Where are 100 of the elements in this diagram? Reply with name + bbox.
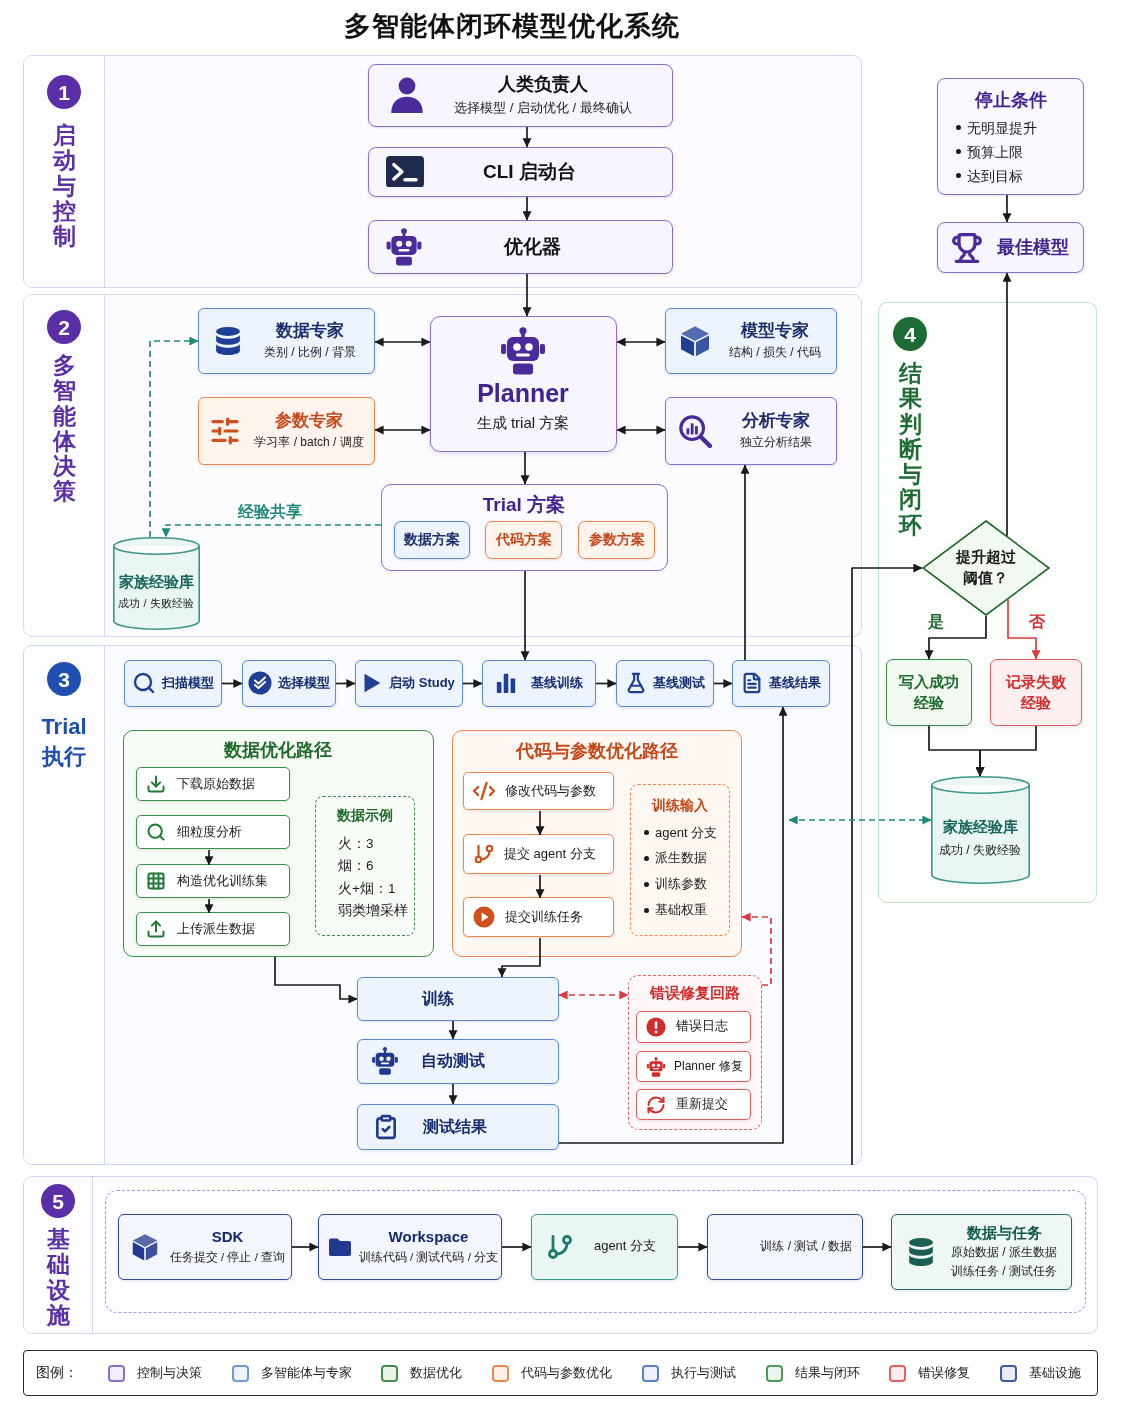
card-title: 参数专家 — [275, 410, 343, 432]
card-subtitle: 学习率 / batch / 调度 — [254, 435, 364, 451]
process-box — [463, 772, 614, 810]
database-caption: 成功 / 失败经验 — [118, 596, 194, 611]
process-box — [706, 1213, 863, 1280]
database-caption: 成功 / 失败经验 — [939, 842, 1021, 858]
arrow — [558, 706, 788, 1144]
arrow — [522, 273, 532, 317]
decision-diamond — [921, 519, 1050, 616]
database-cylinder — [930, 775, 1030, 884]
database-title: 家族经验库 — [118, 571, 194, 592]
list-item: 预算上限 — [967, 142, 1023, 161]
card-title: 自动测试 — [420, 1051, 485, 1071]
process-box — [664, 307, 837, 374]
card-subtitle: 训练 / 测试 / 数据 — [760, 1238, 853, 1255]
panel-heading: 代码与参数优化路径 — [515, 739, 678, 762]
list-item: 基础权重 — [655, 902, 707, 920]
section-heading: 多智能体决策 — [52, 353, 76, 505]
card-subtitle: 原始数据 / 派生数据 — [951, 1245, 1057, 1261]
arrow — [520, 570, 530, 661]
card-title: 扫描模型 — [161, 674, 214, 692]
section-heading: Trial 执行 — [40, 713, 88, 771]
arrow — [862, 1242, 892, 1252]
arrow — [1002, 272, 1012, 537]
double-arrow — [374, 337, 431, 347]
process-box — [356, 1038, 559, 1084]
process-box — [136, 912, 290, 946]
section-heading: 启动与控制 — [52, 123, 76, 250]
group-panel — [380, 483, 668, 571]
diagram-title: 多智能体闭环模型优化系统 — [344, 10, 680, 43]
dashed-double-arrow — [788, 815, 932, 825]
process-box — [636, 1089, 751, 1120]
card-subtitle: 任务提交 / 停止 / 查询 — [169, 1249, 286, 1265]
process-box — [367, 63, 673, 127]
process-box — [241, 659, 336, 707]
arrow — [975, 725, 1037, 777]
panel-heading: 错误修复回路 — [649, 983, 740, 1002]
card-subtitle: 生成 trial 方案 — [476, 413, 570, 432]
list-item: 烟：6 — [338, 857, 374, 875]
arrow — [448, 1083, 458, 1105]
legend-label: 控制与决策 — [136, 1364, 202, 1382]
process-box — [890, 1213, 1072, 1290]
arrow — [677, 1242, 708, 1252]
section-panel — [23, 645, 862, 1165]
edge-label: 是 — [924, 612, 948, 632]
legend-label: 结果与闭环 — [794, 1364, 860, 1382]
list-item: 训练参数 — [655, 876, 707, 894]
process-box — [117, 1213, 292, 1280]
arrow — [462, 679, 483, 688]
section-panel — [23, 55, 862, 288]
section-panel — [23, 294, 862, 637]
legend-title: 图例： — [36, 1364, 78, 1382]
process-box — [731, 659, 830, 707]
list-heading: 停止条件 — [974, 89, 1047, 112]
process-box — [354, 659, 463, 707]
card-title: 启动 Study — [389, 674, 455, 692]
dashed-arrow — [741, 912, 772, 986]
step-number-badge: 3 — [47, 662, 81, 696]
process-box — [317, 1213, 502, 1280]
database-cylinder — [112, 536, 200, 630]
process-box — [485, 521, 562, 559]
process-box — [481, 659, 596, 707]
arrow — [595, 679, 617, 688]
database-title: 家族经验库 — [942, 817, 1018, 838]
dashed-group-panel — [627, 974, 762, 1130]
card-title: 基线训练 — [530, 674, 583, 692]
section-heading: 基础设施 — [46, 1227, 70, 1329]
box-label: 写入成功经验 — [897, 672, 960, 713]
card-title: 训练 — [421, 988, 454, 1009]
arrow — [1007, 598, 1041, 660]
legend-label: 执行与测试 — [670, 1364, 736, 1382]
step-number-badge: 5 — [41, 1184, 75, 1218]
dashed-arrow — [161, 524, 382, 538]
legend-label: 基础设施 — [1029, 1364, 1081, 1382]
card-title: 数据与任务 — [966, 1223, 1042, 1243]
arrow — [924, 615, 987, 660]
box-label: 代码方案 — [495, 530, 552, 550]
card-subtitle: 训练代码 / 测试代码 / 分支 — [358, 1249, 499, 1265]
process-box — [615, 659, 714, 707]
process-box — [530, 1213, 678, 1280]
list-item: 无明显提升 — [967, 118, 1037, 137]
process-box — [463, 834, 614, 874]
card-subtitle: 训练任务 / 测试任务 — [951, 1263, 1057, 1280]
process-box — [136, 864, 290, 898]
dashed-arrow — [149, 336, 199, 538]
box-label: 数据方案 — [404, 530, 460, 550]
card-subtitle: 独立分析结果 — [739, 435, 812, 451]
legend-label: 代码与参数优化 — [521, 1364, 612, 1382]
double-arrow — [616, 337, 666, 347]
process-box — [356, 976, 559, 1021]
card-title: 优化器 — [503, 234, 561, 259]
card-subtitle: 结构 / 损失 / 代码 — [729, 345, 821, 361]
card-title: 上传派生数据 — [177, 920, 255, 938]
process-box — [367, 146, 673, 197]
card-title: 人类负责人 — [498, 73, 588, 96]
card-title: 下载原始数据 — [177, 775, 255, 793]
dashed-note-box — [315, 796, 415, 936]
card-subtitle: 选择模型 / 启动优化 / 最终确认 — [454, 99, 632, 117]
card-title: 修改代码与参数 — [505, 782, 596, 800]
section-panel — [878, 302, 1097, 903]
